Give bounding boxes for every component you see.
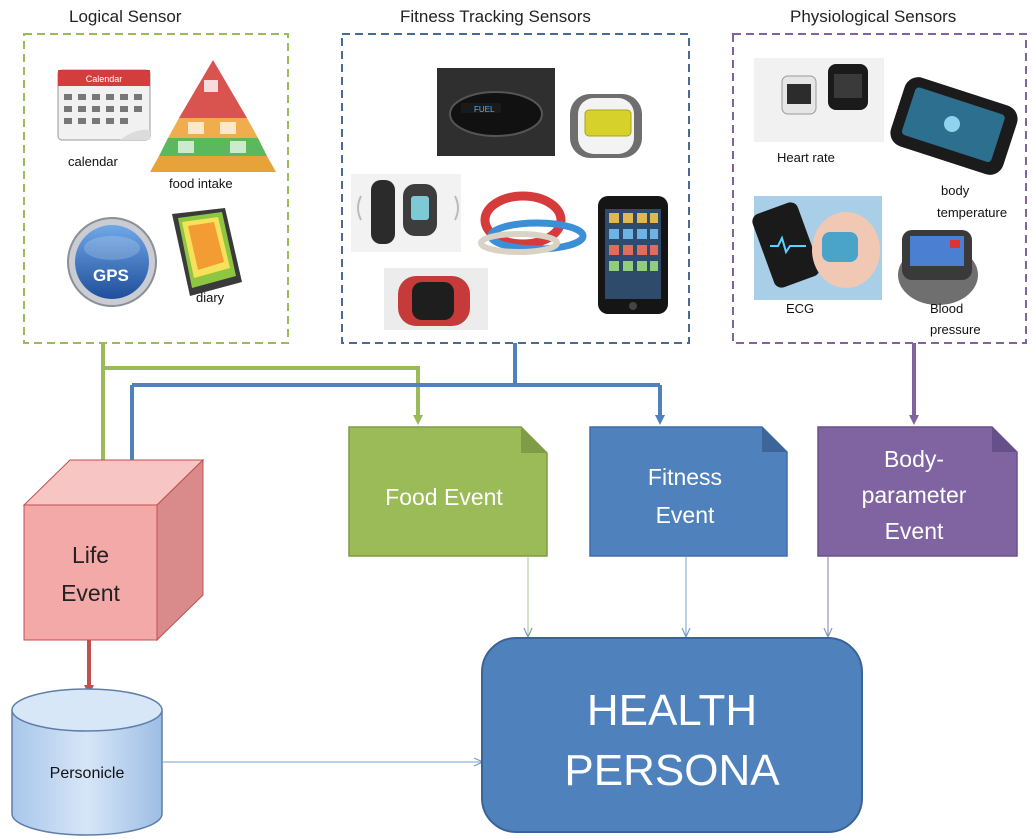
fitness-sensor-box: [341, 33, 690, 344]
thermometer-phone-icon: [890, 77, 1018, 175]
health-persona-box: [481, 637, 863, 833]
sport-watch-icon: [384, 268, 488, 330]
calendar-header-text: Calendar: [86, 74, 123, 84]
blood-pressure-caption-2: pressure: [930, 322, 981, 337]
calendar-icon: [57, 69, 151, 141]
life-event-line-1: Life: [71, 542, 110, 568]
fitness-event-shape: [589, 426, 788, 557]
personicle-label: Personicle: [49, 765, 125, 782]
body-parameter-event-label: Body- parameter Event: [818, 444, 1010, 546]
health-persona-line-1: HEALTH: [586, 686, 758, 735]
fitness-event-label: Fitness Event: [590, 462, 780, 530]
jawbone-bands-icon: [478, 191, 587, 255]
calendar-caption: calendar: [68, 154, 118, 169]
life-event-cube: [22, 458, 205, 642]
blood-pressure-monitor-icon: [898, 230, 978, 305]
gps-globe-icon: [67, 217, 157, 307]
food-event-shape: [348, 426, 548, 557]
connector-logical-sensors: [98, 343, 423, 475]
personicle-database-cylinder: [11, 688, 163, 836]
connectors-to-health-persona: [162, 556, 828, 762]
fitbit-zip-icon: [351, 174, 461, 252]
body-temperature-caption-2: temperature: [937, 205, 1008, 220]
fuel-band-icon: [437, 68, 555, 156]
fuel-band-label: FUEL: [474, 105, 495, 114]
ecg-caption: ECG: [786, 301, 815, 316]
logical-sensor-title: Logical Sensor: [69, 7, 182, 26]
body-temperature-caption-1: body: [941, 183, 970, 198]
fitness-event-line-2: Event: [655, 502, 715, 528]
gps-caption: GPS: [93, 266, 129, 285]
fitness-event-fold: [762, 427, 787, 452]
body-event-line-3: Event: [884, 518, 944, 544]
physiological-sensor-box: [732, 33, 1027, 344]
health-persona-line-2: PERSONA: [564, 746, 780, 795]
food-event-label: Food Event: [385, 484, 503, 510]
diary-tablet-icon: [172, 208, 242, 296]
ecg-device-icon: [752, 196, 882, 300]
heart-rate-watch-icon: [754, 58, 884, 142]
diary-caption: diary: [196, 290, 225, 305]
blood-pressure-caption-1: Blood: [930, 301, 964, 316]
yellow-band-icon: [570, 94, 642, 158]
health-persona-label: HEALTH PERSONA: [482, 686, 862, 796]
body-event-line-1: Body-: [883, 446, 945, 472]
heart-rate-caption: Heart rate: [777, 150, 835, 165]
body-event-shape: [817, 426, 1018, 557]
food-pyramid-icon: [150, 60, 276, 172]
smartphone-icon: [598, 196, 668, 314]
physiological-sensors-title: Physiological Sensors: [790, 7, 957, 26]
food-intake-caption: food intake: [169, 176, 233, 191]
fitness-sensors-title: Fitness Tracking Sensors: [400, 7, 591, 26]
fitness-event-line-1: Fitness: [647, 464, 723, 490]
body-event-line-2: parameter: [861, 482, 967, 508]
connector-fitness-sensors: [127, 343, 665, 475]
logical-sensor-box: [23, 33, 289, 344]
body-event-fold: [992, 427, 1017, 452]
life-event-label: Life Event: [24, 540, 157, 608]
food-event-fold: [521, 427, 547, 453]
life-event-line-2: Event: [61, 580, 120, 606]
